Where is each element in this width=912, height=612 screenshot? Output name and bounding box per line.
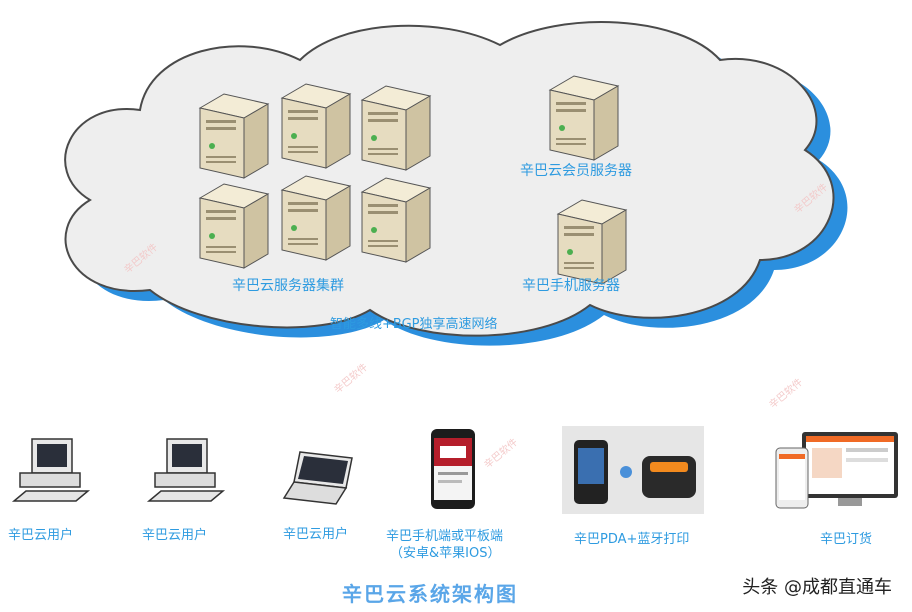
smartphone-icon xyxy=(431,429,475,509)
laptop-icon xyxy=(282,451,353,505)
member-server-label: 辛巴云会员服务器 xyxy=(520,163,632,179)
client-sublabel-4: （安卓&苹果IOS） xyxy=(390,546,501,561)
client-label-4: 辛巴手机端或平板端 xyxy=(386,529,504,544)
credit-text: 头条 @成都直通车 xyxy=(742,577,892,598)
client-label-6: 辛巴订货 xyxy=(820,532,873,547)
server-icon xyxy=(198,183,270,269)
cloud-body xyxy=(64,21,835,337)
ordering-devices-icon xyxy=(775,432,898,509)
mobile-server-label: 辛巴手机服务器 xyxy=(522,278,620,294)
server-icon xyxy=(556,199,628,285)
server-icon xyxy=(280,83,352,169)
network-label: 智能多线+BGP独享高速网络 xyxy=(330,317,498,332)
server-icon xyxy=(548,75,620,161)
server-icon xyxy=(280,175,352,261)
client-label-3: 辛巴云用户 xyxy=(283,527,349,542)
cluster-label: 辛巴云服务器集群 xyxy=(232,278,344,294)
client-label-5: 辛巴PDA+蓝牙打印 xyxy=(574,532,690,547)
server-icon xyxy=(360,177,432,263)
client-label-1: 辛巴云用户 xyxy=(8,528,74,543)
client-label-2: 辛巴云用户 xyxy=(142,528,208,543)
pda-printer-icon xyxy=(562,426,704,514)
diagram-title: 辛巴云系统架构图 xyxy=(342,582,518,606)
server-icon xyxy=(360,85,432,171)
server-icon xyxy=(198,93,270,179)
desktop-computer-icon xyxy=(11,438,91,502)
desktop-computer-icon xyxy=(146,438,226,502)
